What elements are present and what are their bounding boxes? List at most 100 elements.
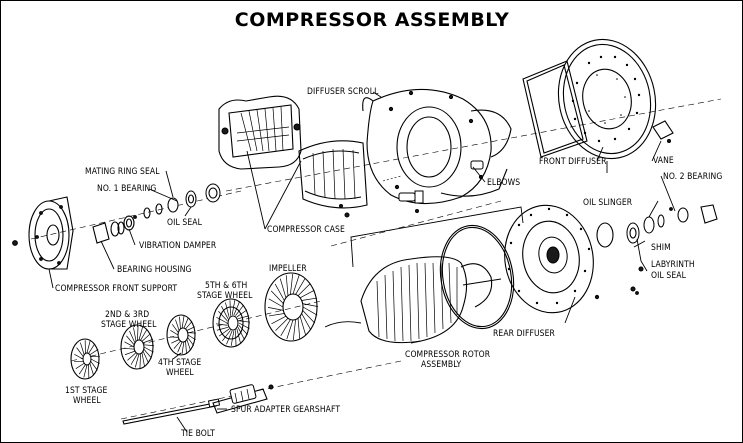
wheel-blade: [297, 318, 301, 339]
wheel-blade: [142, 350, 149, 364]
label-stage-5-6-line2: STAGE WHEEL: [197, 291, 253, 301]
wheel-blade: [83, 364, 88, 378]
label-oil-slinger: OIL SLINGER: [583, 198, 633, 208]
wheel-blade: [141, 333, 151, 342]
wheel-blade: [187, 334, 196, 340]
wheel-blade: [183, 317, 189, 329]
gasket-part: [522, 60, 588, 158]
spur-adapter-gearshaft-part: [212, 384, 274, 414]
seal-parts: [133, 183, 221, 219]
wheel-blade: [274, 283, 285, 301]
wheel-blade: [177, 341, 183, 353]
leader-lines: [48, 91, 676, 433]
wheel-blade: [78, 364, 86, 375]
wheel-blade: [124, 341, 135, 348]
label-vane: VANE: [653, 156, 674, 166]
compressor-rotor-assembly-part: [360, 256, 502, 344]
wheel-blade: [302, 303, 319, 307]
wheel-blade: [185, 341, 187, 354]
compressor-front-support-part: [12, 196, 74, 270]
wheel-blade: [90, 358, 100, 365]
label-rotor-assembly-line2: ASSEMBLY: [421, 360, 461, 370]
wheel-blade: [76, 347, 84, 357]
wheel-blade: [302, 310, 316, 324]
wheel-blade: [236, 328, 241, 344]
wheel-blade: [216, 326, 229, 331]
wheel-blade: [302, 306, 318, 316]
wheel-blade: [80, 342, 85, 355]
wheel-blade: [89, 363, 94, 376]
wheel-blade: [237, 327, 245, 340]
wheel-blade: [235, 304, 244, 316]
wheel-blade: [230, 330, 235, 346]
wheel-blade: [226, 330, 233, 345]
wheel-blade: [124, 347, 135, 350]
wheel-blade: [218, 311, 228, 321]
wheel-blade: [301, 297, 318, 301]
stage-5-6-wheel-part: [212, 298, 251, 348]
wheel-blade: [173, 340, 181, 349]
label-diffuser-scroll: DIFFUSER SCROLL: [307, 87, 379, 97]
label-bearing-housing: BEARING HOUSING: [117, 265, 192, 275]
wheel-blade: [237, 315, 250, 320]
wheel-blade: [185, 321, 193, 330]
wheel-blade: [126, 335, 135, 346]
wheel-blade: [89, 349, 99, 356]
label-impeller: IMPELLER: [269, 264, 307, 274]
stage-4-wheel-part: [166, 314, 196, 356]
wheel-blade: [143, 344, 154, 347]
wheel-blade: [75, 362, 85, 369]
stage-1-wheel-part: [70, 338, 100, 380]
wheel-blade: [170, 336, 179, 338]
wheel-blade: [292, 274, 300, 295]
wheel-blade: [186, 326, 195, 331]
rotor-group-outline: [324, 206, 524, 328]
label-stage-4-line1: 4TH STAGE: [158, 358, 201, 368]
label-elbows: ELBOWS: [487, 178, 520, 188]
wheel-blade: [286, 319, 294, 340]
wheel-blade: [140, 329, 148, 341]
wheel-blade: [179, 316, 181, 329]
wheel-blade: [90, 361, 98, 371]
stage-2-3-wheel-part: [120, 324, 154, 370]
wheel-blade: [285, 275, 289, 296]
rear-diffuser-part: [504, 204, 600, 314]
wheel-blade: [134, 353, 140, 368]
center-lines: [30, 98, 722, 420]
wheel-blade: [215, 323, 228, 326]
label-stage-2-3-line1: 2ND & 3RD: [105, 310, 149, 320]
wheel-blade: [137, 326, 139, 341]
wheel-blade: [130, 353, 138, 365]
label-vibration-damper: VIBRATION DAMPER: [139, 241, 217, 251]
label-mating-ring-seal: MATING RING SEAL: [85, 167, 160, 177]
bearing-housing-part: [92, 221, 125, 244]
wheel-blade: [181, 341, 185, 354]
label-labyrinth-oil-seal: OIL SEAL: [651, 271, 687, 281]
wheel-blade: [267, 307, 284, 311]
wheel-blade: [275, 318, 289, 331]
label-front-diffuser: FRONT DIFFUSER: [539, 157, 607, 167]
label-no1-bearing: NO. 1 BEARING: [97, 184, 156, 194]
wheel-blade: [216, 317, 228, 324]
label-spur-adapter-gearshaft: SPUR ADAPTER GEARSHAFT: [231, 405, 340, 415]
wheel-blade: [299, 289, 315, 299]
wheel-blade: [175, 319, 180, 331]
wheel-blade: [235, 330, 237, 346]
wheel-blade: [170, 330, 179, 336]
label-tie-bolt: TIE BOLT: [180, 429, 215, 439]
wheel-blade: [238, 320, 251, 323]
o-ring-part: [439, 224, 515, 330]
elbows-part: [398, 160, 484, 213]
wheel-blade: [74, 353, 84, 360]
compressor-case-part: [298, 140, 368, 218]
part-labels: DIFFUSER SCROLL FRONT DIFFUSER VANE ELBO…: [55, 87, 722, 439]
wheel-blade: [186, 339, 191, 351]
label-labyrinth: LABYRINTH: [651, 260, 695, 270]
label-stage-5-6-line1: 5TH & 6TH: [205, 281, 247, 291]
label-shim: SHIM: [651, 243, 671, 253]
front-diffuser-part: [557, 38, 657, 160]
wheel-blade: [292, 319, 296, 341]
wheel-blade: [270, 290, 284, 304]
label-compressor-case: COMPRESSOR CASE: [267, 225, 345, 235]
